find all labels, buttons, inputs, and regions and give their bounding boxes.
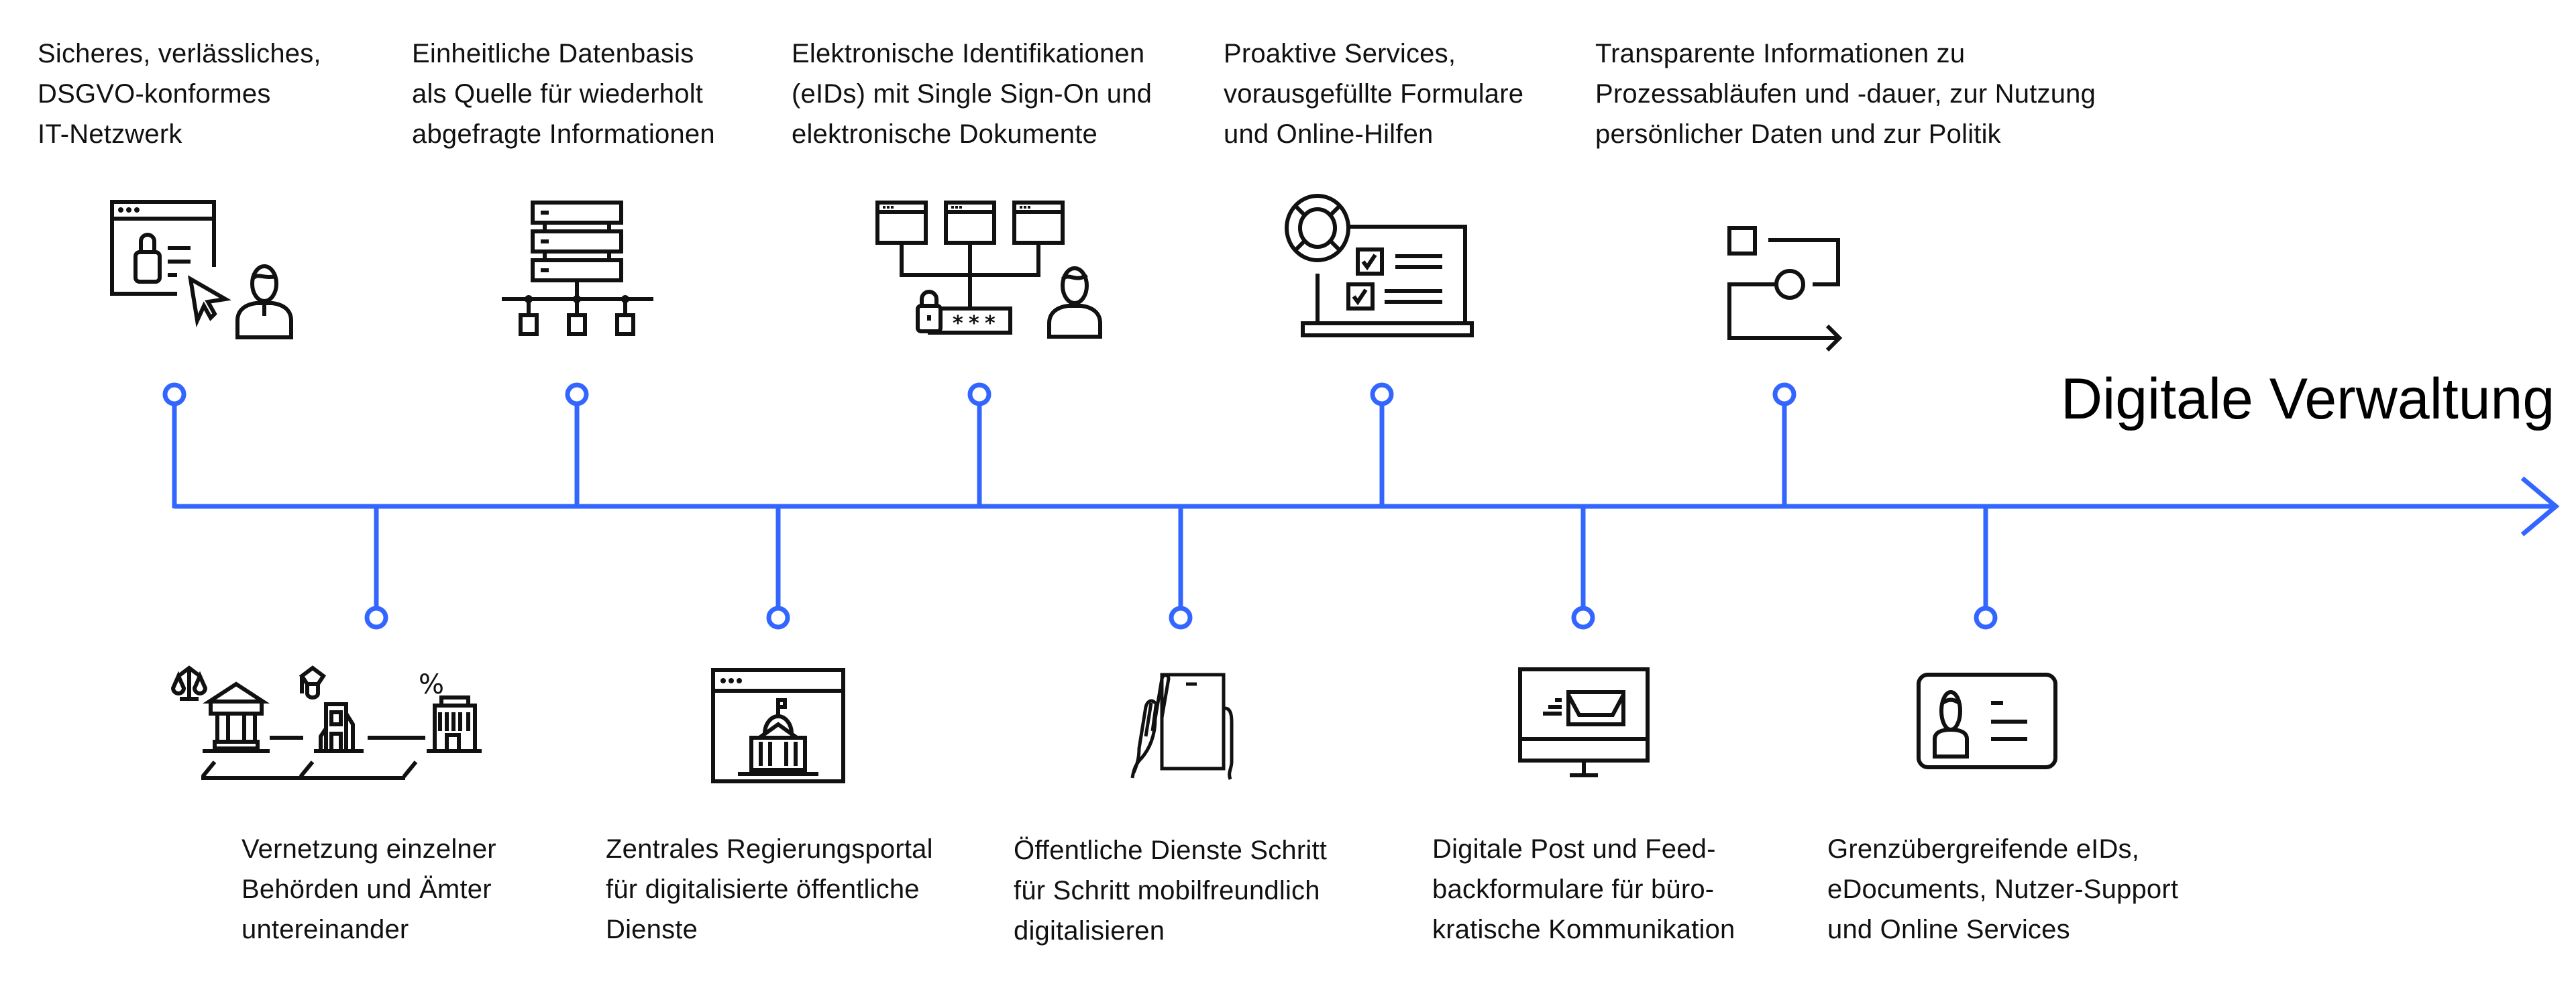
text-line: Zentrales Regierungsportal	[606, 834, 933, 864]
text-line: IT-Netzwerk	[38, 119, 182, 149]
single-sign-on-icon: * * *	[876, 200, 1102, 338]
svg-text:%: %	[419, 669, 444, 700]
node-top-5	[1772, 382, 1796, 406]
text-line: Elektronische Identifikationen	[792, 39, 1145, 68]
text-line: Behörden und Ämter	[241, 875, 492, 904]
node-top-3	[967, 382, 991, 406]
text-line: Grenzübergreifende eIDs,	[1827, 834, 2140, 864]
government-portal-icon	[711, 668, 847, 783]
node-top-4	[1370, 382, 1394, 406]
server-network-icon	[500, 200, 655, 337]
svg-text:*: *	[953, 312, 963, 335]
text-line: Sicheres, verlässliches,	[38, 39, 321, 68]
text-line: abgefragte Informationen	[412, 119, 715, 149]
node-bottom-2	[766, 606, 790, 630]
id-card-icon	[1916, 672, 2058, 770]
mobile-hand-icon	[1124, 672, 1238, 781]
milestone-bottom-2-text: Zentrales Regierungsportal für digitalis…	[606, 829, 933, 950]
milestone-top-5-text: Transparente Informationen zu Prozessabl…	[1595, 34, 2096, 154]
secure-login-user-icon	[110, 200, 301, 338]
text-line: eDocuments, Nutzer-Support	[1827, 875, 2179, 904]
node-bottom-4	[1571, 606, 1595, 630]
text-line: Prozessabläufen und -dauer, zur Nutzung	[1595, 79, 2096, 109]
text-line: untereinander	[241, 915, 409, 944]
diagram-title: Digitale Verwaltung	[2061, 367, 2555, 431]
text-line: (eIDs) mit Single Sign-On und	[792, 79, 1152, 109]
text-line: DSGVO-konformes	[38, 79, 271, 109]
lifebuoy-form-icon	[1284, 194, 1481, 338]
text-line: Einheitliche Datenbasis	[412, 39, 694, 68]
text-line: backformulare für büro-	[1432, 875, 1715, 904]
milestone-bottom-3-text: Öffentliche Dienste Schritt für Schritt …	[1014, 830, 1327, 951]
svg-text:*: *	[985, 312, 996, 335]
text-line: digitalisieren	[1014, 916, 1165, 946]
text-line: elektronische Dokumente	[792, 119, 1097, 149]
text-line: als Quelle für wiederholt	[412, 79, 704, 109]
milestone-top-1-text: Sicheres, verlässliches, DSGVO-konformes…	[38, 34, 321, 154]
text-line: kratische Kommunikation	[1432, 915, 1735, 944]
svg-text:*: *	[969, 312, 979, 335]
milestone-bottom-5-text: Grenzübergreifende eIDs, eDocuments, Nut…	[1827, 829, 2178, 950]
milestone-top-3-text: Elektronische Identifikationen (eIDs) mi…	[792, 34, 1152, 154]
text-line: Transparente Informationen zu	[1595, 39, 1966, 68]
text-line: Proaktive Services,	[1224, 39, 1456, 68]
text-line: Digitale Post und Feed-	[1432, 834, 1716, 864]
text-line: Öffentliche Dienste Schritt	[1014, 836, 1328, 865]
process-flow-icon	[1727, 225, 1845, 346]
connected-buildings-icon: %	[169, 664, 598, 783]
node-bottom-3	[1169, 606, 1193, 630]
milestone-top-4-text: Proaktive Services, vorausgefüllte Formu…	[1224, 34, 1523, 154]
node-top-2	[565, 382, 589, 406]
text-line: Vernetzung einzelner	[241, 834, 496, 864]
text-line: und Online-Hilfen	[1224, 119, 1434, 149]
node-bottom-5	[1974, 606, 1998, 630]
milestone-bottom-4-text: Digitale Post und Feed- backformulare fü…	[1432, 829, 1735, 950]
text-line: und Online Services	[1827, 915, 2070, 944]
monitor-mail-icon	[1517, 667, 1650, 782]
node-top-1	[162, 382, 186, 406]
milestone-bottom-1-text: Vernetzung einzelner Behörden und Ämter …	[241, 829, 496, 950]
text-line: Dienste	[606, 915, 698, 944]
text-line: für Schritt mobilfreundlich	[1014, 876, 1320, 905]
text-line: für digitalisierte öffentliche	[606, 875, 920, 904]
text-line: persönlicher Daten und zur Politik	[1595, 119, 2001, 149]
arrowhead-icon	[2520, 476, 2560, 537]
text-line: vorausgefüllte Formulare	[1224, 79, 1524, 109]
node-bottom-1	[364, 606, 388, 630]
milestone-top-2-text: Einheitliche Datenbasis als Quelle für w…	[412, 34, 715, 154]
